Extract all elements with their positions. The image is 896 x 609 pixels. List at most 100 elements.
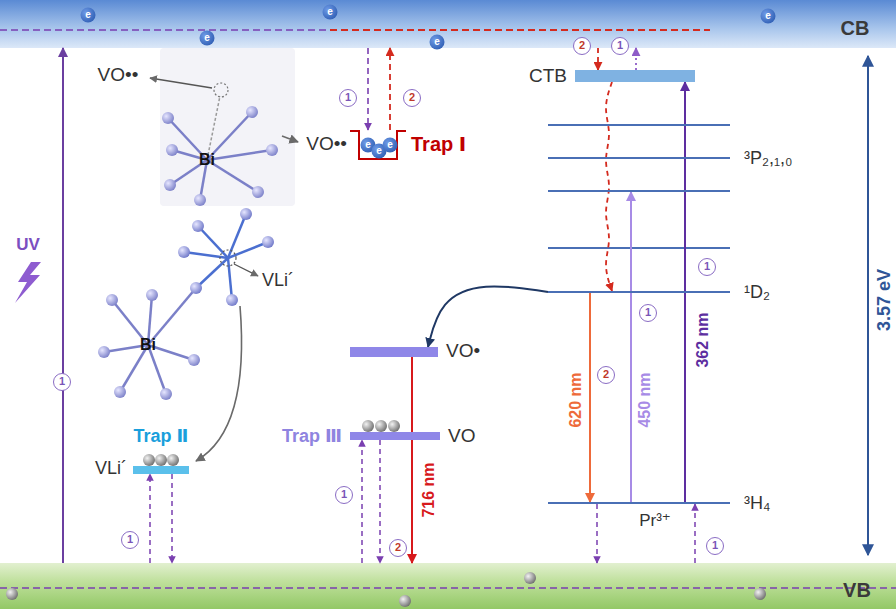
callout-text: 1 <box>339 89 357 107</box>
transition-arrow <box>367 48 369 130</box>
callout-number: 1 <box>121 531 139 549</box>
callout-number: 1 <box>639 304 657 322</box>
node-text-holder: VB <box>843 579 871 602</box>
band-edge-line <box>0 29 330 31</box>
callout-text: 1 <box>611 37 629 55</box>
electron: e <box>81 8 96 23</box>
transition-arrow <box>589 293 591 502</box>
transition-arrow <box>597 48 599 70</box>
label-text: VO•• <box>98 64 139 85</box>
callout-number: 1 <box>339 89 357 107</box>
node-text: CTB <box>529 65 567 86</box>
label-text: Bi <box>199 151 215 168</box>
energy-level-line <box>548 157 730 159</box>
electron: e <box>430 35 445 50</box>
node-text: VO•• <box>306 133 347 154</box>
callout-number: 1 <box>611 37 629 55</box>
wavelength-label-holder: 362 nm <box>694 312 712 367</box>
callout-text: 1 <box>706 537 724 555</box>
node-text: VO• <box>446 340 480 361</box>
label-text: UV <box>16 235 40 254</box>
node-text-holder: CTB <box>529 65 567 87</box>
label-text: Bi <box>140 336 156 353</box>
electron-text: e <box>761 9 776 24</box>
node-text-holder: VO <box>448 425 475 447</box>
electron: e <box>323 5 338 20</box>
wavelength-label: 620 nm <box>567 372 584 427</box>
node-text-holder: Pr³⁺ <box>639 510 671 531</box>
energy-level: ³H₄Pr³⁺ <box>548 502 730 504</box>
node-text: Trap Ⅰ <box>411 133 466 155</box>
hole-balls <box>6 420 766 607</box>
defect-level: VO• <box>350 347 438 357</box>
defect-label: VO•• <box>98 64 139 86</box>
electron: e <box>200 31 215 46</box>
callout-text: 2 <box>403 89 421 107</box>
transition-arrow <box>361 440 363 563</box>
transition-arrow <box>630 192 632 502</box>
callout-number: 2 <box>389 539 407 557</box>
callout-number: 1 <box>53 373 71 391</box>
trap-well-outline <box>350 131 406 159</box>
node-text: CB <box>841 17 870 39</box>
node-text-holder: CB <box>841 17 870 40</box>
callout-text: 1 <box>698 258 716 276</box>
node-text-holder: Trap Ⅲ <box>282 425 342 447</box>
node-text-holder: ³H₄ <box>744 493 770 514</box>
electron-text: e <box>430 35 445 50</box>
wavelength-label-holder: 620 nm <box>567 372 585 427</box>
node-text: VLi´ <box>95 458 127 478</box>
trap-level: Trap ⅢVO <box>350 432 440 440</box>
transition-arrow <box>62 48 64 563</box>
transition-arrow <box>428 286 548 347</box>
callout-number: 2 <box>597 366 615 384</box>
callout-number: 1 <box>698 258 716 276</box>
wavelength-label-holder: 450 nm <box>636 372 654 427</box>
node-text-holder: VO• <box>446 340 480 362</box>
valence-band-ground <box>0 563 896 609</box>
transition-arrow <box>379 440 381 563</box>
trap-level: Trap ⅡVLi´ <box>133 466 189 474</box>
node-text: VO <box>448 425 475 446</box>
label-text: VLi´ <box>262 270 294 290</box>
charge-transfer-band: CTB <box>575 70 695 82</box>
callout-number: 1 <box>706 537 724 555</box>
callout-text: 2 <box>389 539 407 557</box>
node-text: VB <box>843 579 871 601</box>
callout-text: 1 <box>121 531 139 549</box>
node-text: ³H₄ <box>744 493 770 513</box>
label-text: 3.57 eV <box>874 269 894 331</box>
uv-label: UV <box>16 235 40 255</box>
callout-text: 1 <box>639 304 657 322</box>
valence-band: VB <box>0 563 896 609</box>
electron: e <box>383 138 398 153</box>
callout-text: 1 <box>335 486 353 504</box>
transition-arrow <box>411 357 413 563</box>
uv-bolt <box>15 262 41 303</box>
wavelength-label: 716 nm <box>420 462 437 517</box>
atom-label: Bi <box>140 336 156 354</box>
bi-polyhedron <box>150 48 295 206</box>
transition-arrow <box>606 82 612 291</box>
wavelength-label: 362 nm <box>694 312 711 367</box>
pointer-arrow <box>196 306 242 461</box>
node-text: Trap Ⅲ <box>282 426 342 446</box>
transition-arrow <box>389 48 391 130</box>
node-text: ³P₂,₁,₀ <box>744 148 793 168</box>
node-text-holder: VO•• <box>306 133 347 155</box>
defect-label: VLi´ <box>262 270 294 291</box>
atom-label: Bi <box>199 151 215 169</box>
node-text-holder: Trap Ⅰ <box>411 132 466 156</box>
transition-arrow <box>171 474 173 563</box>
transition-arrow <box>596 504 598 563</box>
energy-level-line <box>548 190 730 192</box>
pointer-arrow <box>282 136 298 142</box>
callout-number: 1 <box>335 486 353 504</box>
node-text: Trap Ⅱ <box>134 426 189 446</box>
electron-text: e <box>81 8 96 23</box>
energy-level-line <box>548 247 730 249</box>
conduction-band-ground <box>0 0 896 48</box>
electron-text: e <box>383 138 398 153</box>
energy-level: ¹D₂ <box>548 291 730 293</box>
